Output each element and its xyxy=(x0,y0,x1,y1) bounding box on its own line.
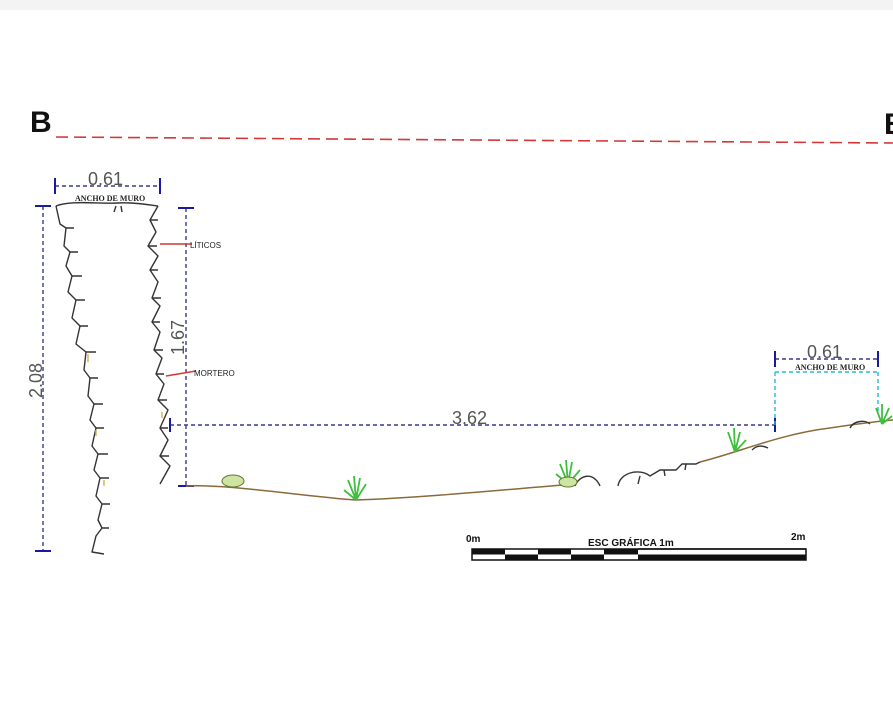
section-cut-line xyxy=(55,136,893,144)
stone-rubble-right xyxy=(574,420,871,487)
inner-height-value: 1.67 xyxy=(168,320,188,355)
ground-profile xyxy=(185,483,576,501)
top-border-strip xyxy=(0,0,893,10)
wall-height-dimension: 2.08 xyxy=(26,205,51,552)
grass-tuft-1 xyxy=(343,475,367,501)
callout-liticos: LÍTICOS xyxy=(160,241,221,250)
section-letter-right: B xyxy=(884,108,893,141)
wall-width-value-right: 0.61 xyxy=(807,342,842,362)
grass-tuft-3 xyxy=(727,427,747,453)
graphic-scale-bar: 0m ESC GRÁFICA 1m 2m xyxy=(466,532,807,561)
ground-profile-right xyxy=(699,419,893,463)
span-value: 3.62 xyxy=(452,408,487,428)
wall-height-value: 2.08 xyxy=(26,363,46,398)
callout-mortero-label: MORTERO xyxy=(194,369,235,378)
callout-mortero: MORTERO xyxy=(165,369,235,378)
section-letter-left: B xyxy=(30,106,52,139)
stone-wall-left xyxy=(55,201,171,555)
callout-liticos-label: LÍTICOS xyxy=(190,241,221,250)
wall-width-label-left: ANCHO DE MURO xyxy=(75,194,145,203)
shrub-1 xyxy=(221,474,245,488)
grass-tuft-2 xyxy=(555,459,581,488)
wall-width-dimension-right: 0.61 xyxy=(774,342,879,425)
wall-width-dimension-left: 0.61 xyxy=(54,169,161,194)
scale-start-label: 0m xyxy=(466,534,481,545)
grass-tuft-4 xyxy=(875,404,893,425)
wall-width-label-right: ANCHO DE MURO xyxy=(795,363,865,372)
wall-width-value-left: 0.61 xyxy=(88,169,123,189)
scale-end-label: 2m xyxy=(791,532,806,543)
span-dimension: 3.62 xyxy=(169,408,776,432)
scale-title: ESC GRÁFICA 1m xyxy=(588,536,674,549)
